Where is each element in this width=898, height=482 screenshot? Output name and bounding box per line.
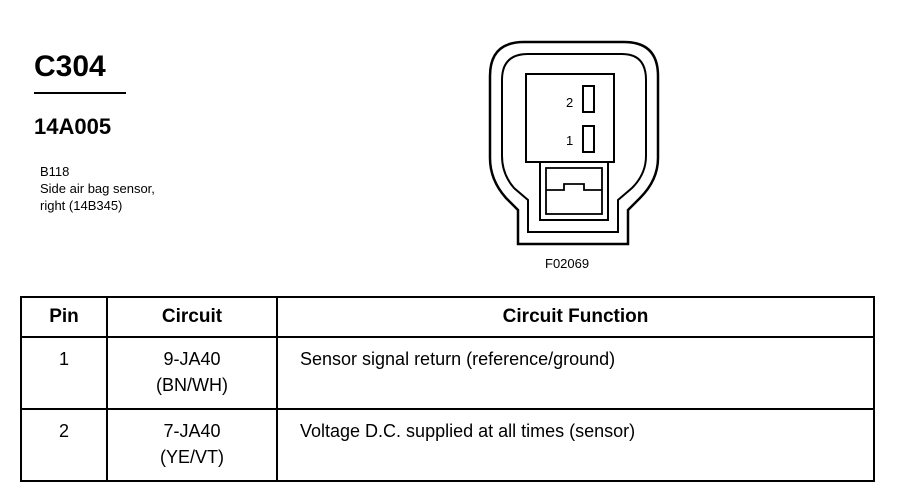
table-header-row: Pin Circuit Circuit Function [20,296,875,338]
component-code: B118 [40,164,70,179]
table-row: 2 7-JA40 (YE/VT) Voltage D.C. supplied a… [20,408,875,482]
latch-notch [546,183,602,191]
table-row: 1 9-JA40 (BN/WH) Sensor signal return (r… [20,336,875,410]
connector-face-diagram: 2 1 [488,40,660,246]
header-pin: Pin [20,296,108,338]
cell-circuit: 7-JA40 (YE/VT) [106,408,278,482]
component-description: B118 Side air bag sensor, right (14B345) [40,163,155,214]
cell-function: Sensor signal return (reference/ground) [276,336,875,410]
cell-pin: 1 [20,336,108,410]
figure-code: F02069 [545,256,590,271]
latch-tab-outer [539,161,609,221]
latch-tab-inner [545,167,603,215]
header-circuit: Circuit [106,296,278,338]
cell-circuit: 9-JA40 (BN/WH) [106,336,278,410]
connector-inner-housing [501,53,647,233]
pinout-table: Pin Circuit Circuit Function 1 9-JA40 (B… [20,296,875,482]
pin-2-label: 2 [566,95,573,110]
circuit-number: 9-JA40 [163,349,221,369]
header-function: Circuit Function [276,296,875,338]
component-name-line2: right (14B345) [40,198,123,213]
cell-pin: 2 [20,408,108,482]
cell-function: Voltage D.C. supplied at all times (sens… [276,408,875,482]
pin-block [525,73,615,163]
connector-id: C304 [34,50,106,83]
circuit-number: 7-JA40 [163,421,221,441]
title-underline [34,92,126,94]
component-name-line1: Side air bag sensor, [40,181,155,196]
part-number: 14A005 [34,114,112,139]
pin-1-label: 1 [566,133,573,148]
pin-2-terminal [582,85,595,113]
connector-outer-housing [488,40,660,246]
wire-color: (BN/WH) [156,375,228,395]
pin-1-terminal [582,125,595,153]
wire-color: (YE/VT) [159,447,224,467]
